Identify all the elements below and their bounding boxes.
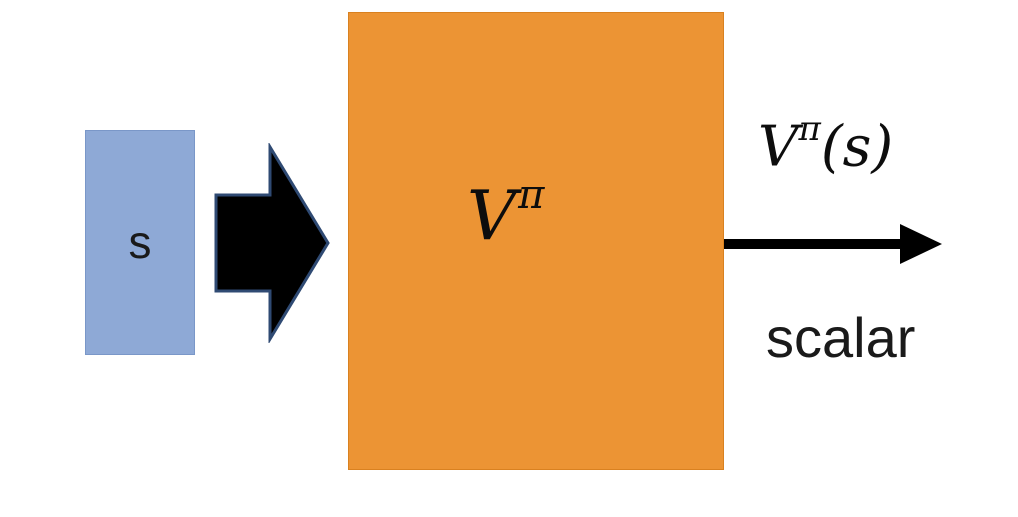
- output-type-label: scalar: [766, 306, 916, 369]
- critic-symbol: V: [467, 177, 517, 257]
- critic-superscript: π: [518, 172, 545, 218]
- input-state-box: s: [85, 130, 195, 355]
- critic-label: Vπ: [467, 175, 544, 252]
- output-arrow-icon: [724, 224, 942, 264]
- output-argument: (s): [820, 114, 894, 180]
- output-expression: Vπ(s): [758, 112, 893, 176]
- output-superscript: π: [798, 109, 821, 149]
- input-state-label: s: [128, 215, 152, 268]
- input-arrow-icon: [214, 143, 330, 343]
- critic-box: Vπ: [348, 12, 724, 470]
- output-symbol: V: [758, 114, 799, 180]
